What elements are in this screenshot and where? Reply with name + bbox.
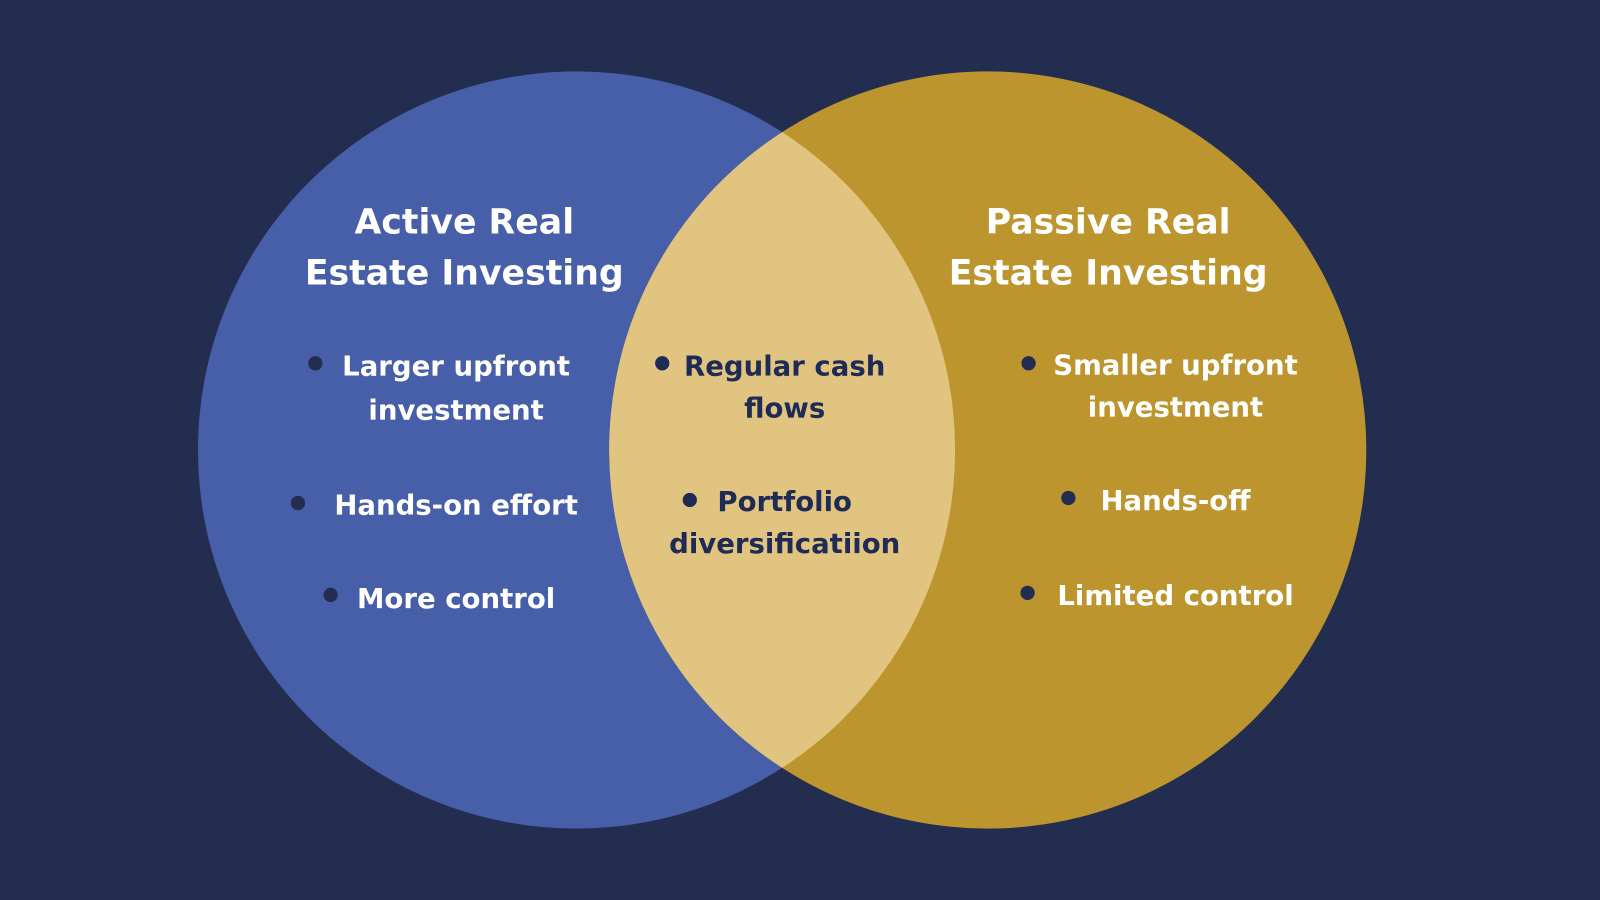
bullet-icon xyxy=(1061,490,1076,506)
overlap-item-2-line1: Portfolio xyxy=(717,486,852,518)
passive-item-3: Limited control xyxy=(1057,580,1293,612)
active-item-3: More control xyxy=(357,583,555,615)
bullet-icon xyxy=(308,356,323,371)
active-item-1-line1: Larger upfront xyxy=(342,351,570,383)
passive-title-line2: Estate Investing xyxy=(949,254,1268,294)
bullet-icon xyxy=(655,356,670,371)
overlap-item-1-line1: Regular cash xyxy=(684,351,885,383)
active-item-2: Hands-on effort xyxy=(334,489,578,521)
overlap-region xyxy=(609,71,956,829)
passive-title-line1: Passive Real xyxy=(986,203,1231,243)
active-title-line1: Active Real xyxy=(354,203,574,243)
active-title-line2: Estate Investing xyxy=(305,254,624,294)
passive-item-2: Hands-off xyxy=(1100,485,1251,517)
bullet-icon xyxy=(290,495,306,511)
passive-item-1-line1: Smaller upfront xyxy=(1053,349,1297,381)
bullet-icon xyxy=(1021,356,1036,371)
overlap-item-2-line2: diversificatiion xyxy=(669,528,900,560)
bullet-icon xyxy=(682,492,697,508)
passive-item-1-line2: investment xyxy=(1088,391,1263,423)
overlap-item-1-line2: flows xyxy=(744,392,825,424)
bullet-icon xyxy=(1020,585,1035,600)
active-item-1-line2: investment xyxy=(368,394,543,426)
bullet-icon xyxy=(323,587,338,603)
